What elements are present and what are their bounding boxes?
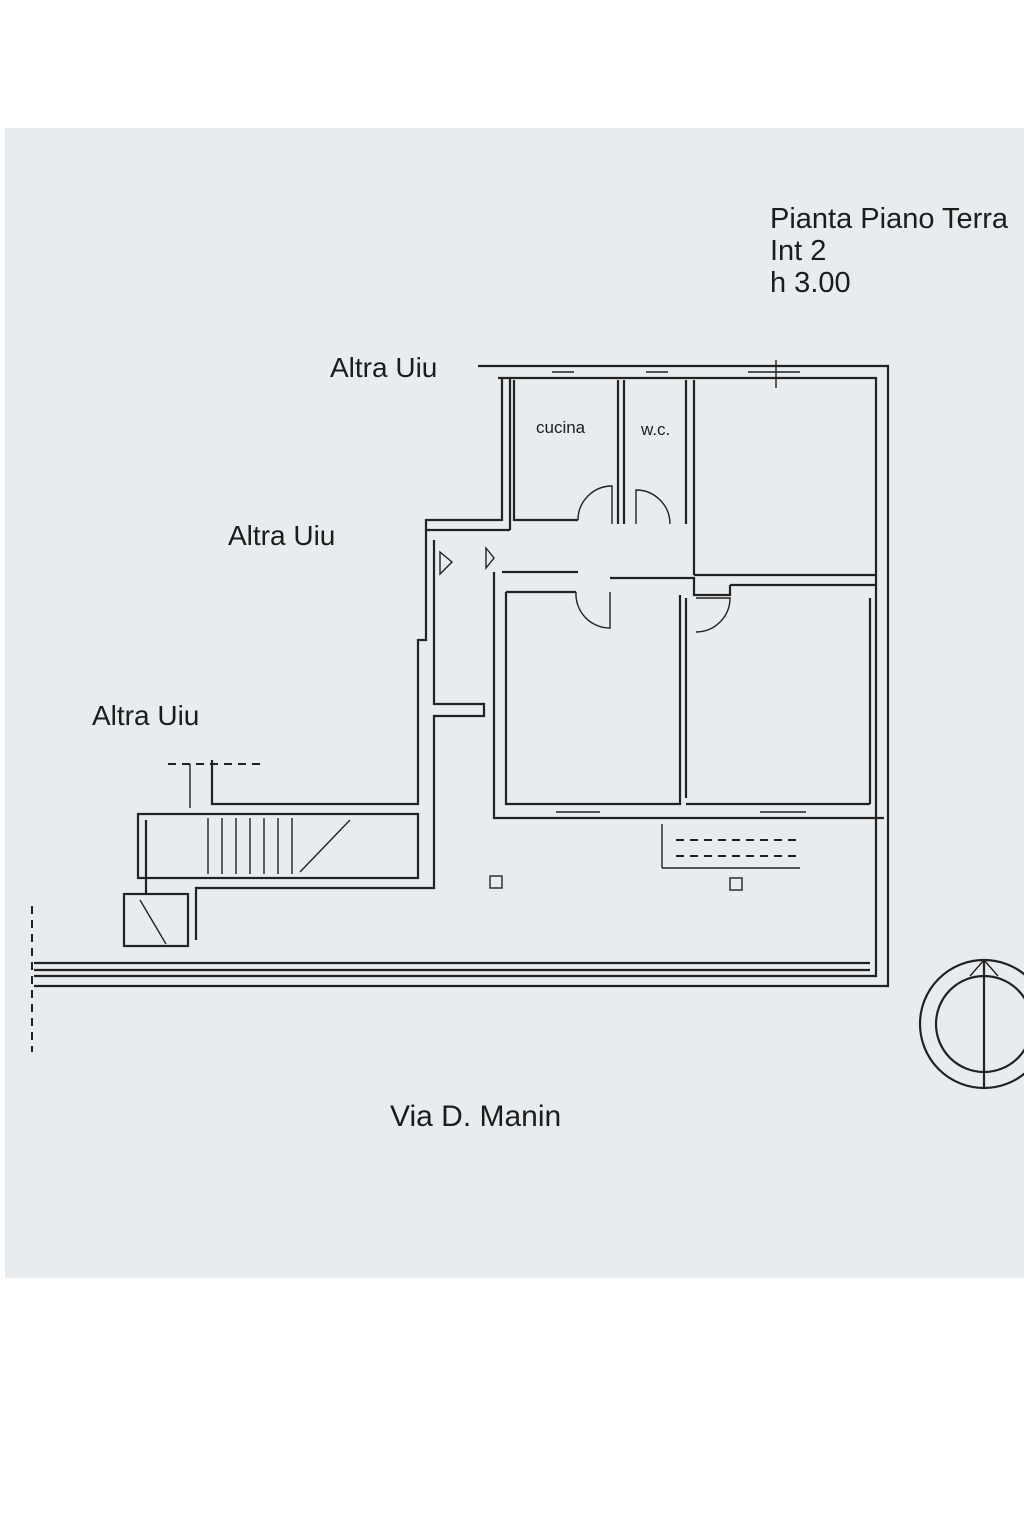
- neighbor-label-middle: Altra Uiu: [228, 520, 336, 551]
- room-label-wc: w.c.: [641, 420, 671, 439]
- street-name: Via D. Manin: [390, 1100, 562, 1133]
- outer-walls: [34, 364, 890, 988]
- room-label-kitchen: cucina: [536, 418, 586, 437]
- external-steps: [489, 824, 800, 891]
- neighbor-label-top: Altra Uiu: [330, 352, 438, 383]
- ceiling-height: h 3.00: [770, 267, 851, 299]
- plan-sheet: [5, 128, 1024, 1278]
- interior-walls: [194, 530, 884, 940]
- stairs: [122, 763, 420, 948]
- kitchen-wc-walls: [424, 360, 876, 587]
- unit-number: Int 2: [770, 235, 827, 267]
- plan-title: Pianta Piano Terra: [770, 203, 1009, 235]
- north-arrow-icon: [918, 958, 1024, 1090]
- neighbor-label-left: Altra Uiu: [92, 700, 200, 731]
